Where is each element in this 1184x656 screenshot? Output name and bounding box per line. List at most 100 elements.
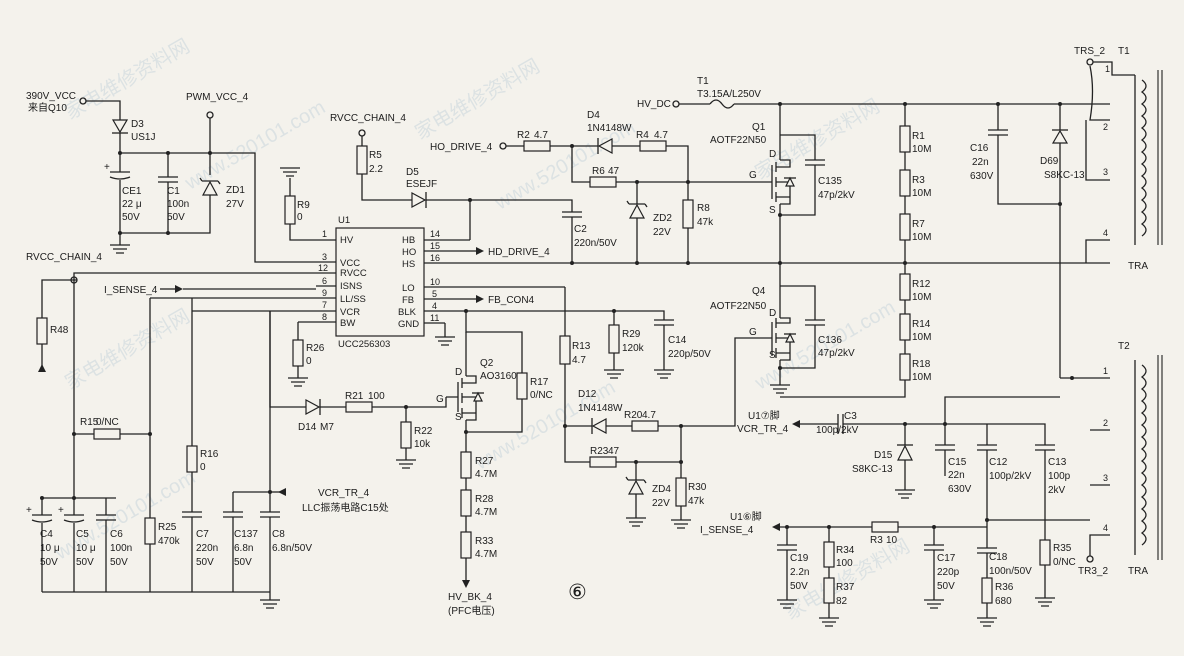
c5-rating: 50V <box>76 557 94 568</box>
net-label-tr3: TR3_2 <box>1078 566 1108 577</box>
watermark: 家电维修资料网 <box>61 304 194 394</box>
transformer-pin: 4 <box>1103 228 1108 238</box>
r17-value: 0/NC <box>530 390 553 401</box>
r26-section: R26 0 <box>288 321 325 387</box>
c4-value: 10 μ <box>40 543 60 554</box>
c1-rating: 50V <box>167 212 185 223</box>
q2-s-label: S <box>455 412 462 423</box>
c7-ref: C7 <box>196 529 209 540</box>
net-label-390v-source: 来自Q10 <box>28 101 67 114</box>
ic-pin-name: ISNS <box>340 281 362 292</box>
c15-value: 22n <box>948 470 965 481</box>
transformer-pin: 2 <box>1103 122 1108 132</box>
r36-ref: R36 <box>995 582 1014 593</box>
c18-value: 100n/50V <box>989 566 1032 577</box>
r30-ref: R30 <box>688 482 707 493</box>
left-side-section: RVCC_CHAIN_4 R48 I_SENSE_4 R15 0/NC R16 … <box>26 252 389 609</box>
isense-right-section: U1⑥脚 I_SENSE_4 R3 10 C19 2.2n 50V R34 10… <box>700 510 1076 627</box>
c18-ref: C18 <box>989 552 1008 563</box>
q4-d-label: D <box>769 308 776 319</box>
q1-part: AOTF22N50 <box>710 135 767 146</box>
feedback-section: FB_CON4 R29 120k C14 220p/50V <box>460 295 711 379</box>
r21-ref: R21 <box>345 391 364 402</box>
c136-ref: C136 <box>818 335 842 346</box>
t2-section: T2 1 2 3 4 TR3_2 TRA <box>1060 341 1163 577</box>
d12-ref: D12 <box>578 389 597 400</box>
net-label-trs2: TRS_2 <box>1074 46 1106 57</box>
r34-ref: R34 <box>836 545 855 556</box>
net-label-isense-left: I_SENSE_4 <box>104 285 158 296</box>
c7-value: 220n <box>196 543 218 554</box>
zd4-value: 22V <box>652 498 670 509</box>
net-label-hd-drive: HD_DRIVE_4 <box>488 247 550 258</box>
net-terminal <box>499 142 507 150</box>
transformer-pin: 2 <box>1103 418 1108 428</box>
r7-ref: R7 <box>912 219 925 230</box>
r33-ref: R33 <box>475 536 494 547</box>
r16-ref: R16 <box>200 449 219 460</box>
net-label-isense-right: I_SENSE_4 <box>700 525 754 536</box>
d4-value: 1N4148W <box>587 123 632 134</box>
ic-pin-number: 10 <box>430 277 440 287</box>
c137-rating: 50V <box>234 557 252 568</box>
q2-part: AO3160 <box>480 371 517 382</box>
net-terminal <box>358 129 366 137</box>
c19-value: 2.2n <box>790 567 809 578</box>
net-label-vcr-tr-right: VCR_TR_4 <box>737 424 789 435</box>
r30-value: 47k <box>688 496 705 507</box>
r2-value: 4.7 <box>534 130 548 141</box>
r15-value: 0/NC <box>96 417 119 428</box>
d3-ref: D3 <box>131 119 144 130</box>
isense-right-note: U1⑥脚 <box>730 510 762 523</box>
net-label-hv-bk: HV_BK_4 <box>448 592 492 603</box>
r9-value: 0 <box>297 212 303 223</box>
d4-ref: D4 <box>587 110 600 121</box>
fuse-value: T3.15A/L250V <box>697 89 761 100</box>
r26-ref: R26 <box>306 343 325 354</box>
d14-ref: D14 <box>298 422 317 433</box>
r25-ref: R25 <box>158 522 177 533</box>
c13-rating: 2kV <box>1048 485 1066 496</box>
ce1-rating: 50V <box>122 212 140 223</box>
r3b-ref: R3 <box>870 535 883 546</box>
q2-g-label: G <box>436 394 444 405</box>
ic-pin-number: 4 <box>432 301 437 311</box>
fuse-ref: T1 <box>697 76 709 87</box>
r33-value: 4.7M <box>475 549 497 560</box>
transformer-pin: 3 <box>1103 167 1108 177</box>
r9-ref: R9 <box>297 200 310 211</box>
c7-rating: 50V <box>196 557 214 568</box>
hv-bk-note: (PFC电压) <box>448 604 495 617</box>
r22-ref: R22 <box>414 426 433 437</box>
r20-ref: R20 <box>624 410 643 421</box>
q2-ref: Q2 <box>480 358 494 369</box>
c13-ref: C13 <box>1048 457 1067 468</box>
d3-value: US1J <box>131 132 155 143</box>
net-label-ho-drive: HO_DRIVE_4 <box>430 142 493 153</box>
ic-pin-name: VCC <box>340 258 360 269</box>
ic-pin-number: 7 <box>322 300 327 310</box>
ic-pin-number: 6 <box>322 276 327 286</box>
c6-rating: 50V <box>110 557 128 568</box>
ce1-plus: + <box>104 162 110 173</box>
ic-u1: U1 UCC256303 HV VCC RVCC ISNS LL/SS VCR … <box>316 215 1110 350</box>
ic-pin-number: 5 <box>432 289 437 299</box>
ic-pin-name: RVCC <box>340 268 367 279</box>
c13-value: 100p <box>1048 471 1071 482</box>
transformer-pin: 1 <box>1105 64 1110 74</box>
r3b-value: 10 <box>886 535 898 546</box>
r4-ref: R4 <box>636 130 649 141</box>
ic-pin-name: BW <box>340 318 355 329</box>
transformer-pin: 3 <box>1103 473 1108 483</box>
ic-pin-number: 12 <box>318 263 328 273</box>
t2-ref: T2 <box>1118 341 1130 352</box>
r12-value: 10M <box>912 292 931 303</box>
r18-ref: R18 <box>912 359 931 370</box>
r27-ref: R27 <box>475 456 494 467</box>
net-terminal <box>1086 555 1094 563</box>
r34-value: 100 <box>836 558 853 569</box>
d69-value: S8KC-13 <box>1044 170 1085 181</box>
ic-pin-number: 3 <box>322 252 327 262</box>
c135-value: 47p/2kV <box>818 190 855 201</box>
r6-value: 47 <box>608 166 620 177</box>
